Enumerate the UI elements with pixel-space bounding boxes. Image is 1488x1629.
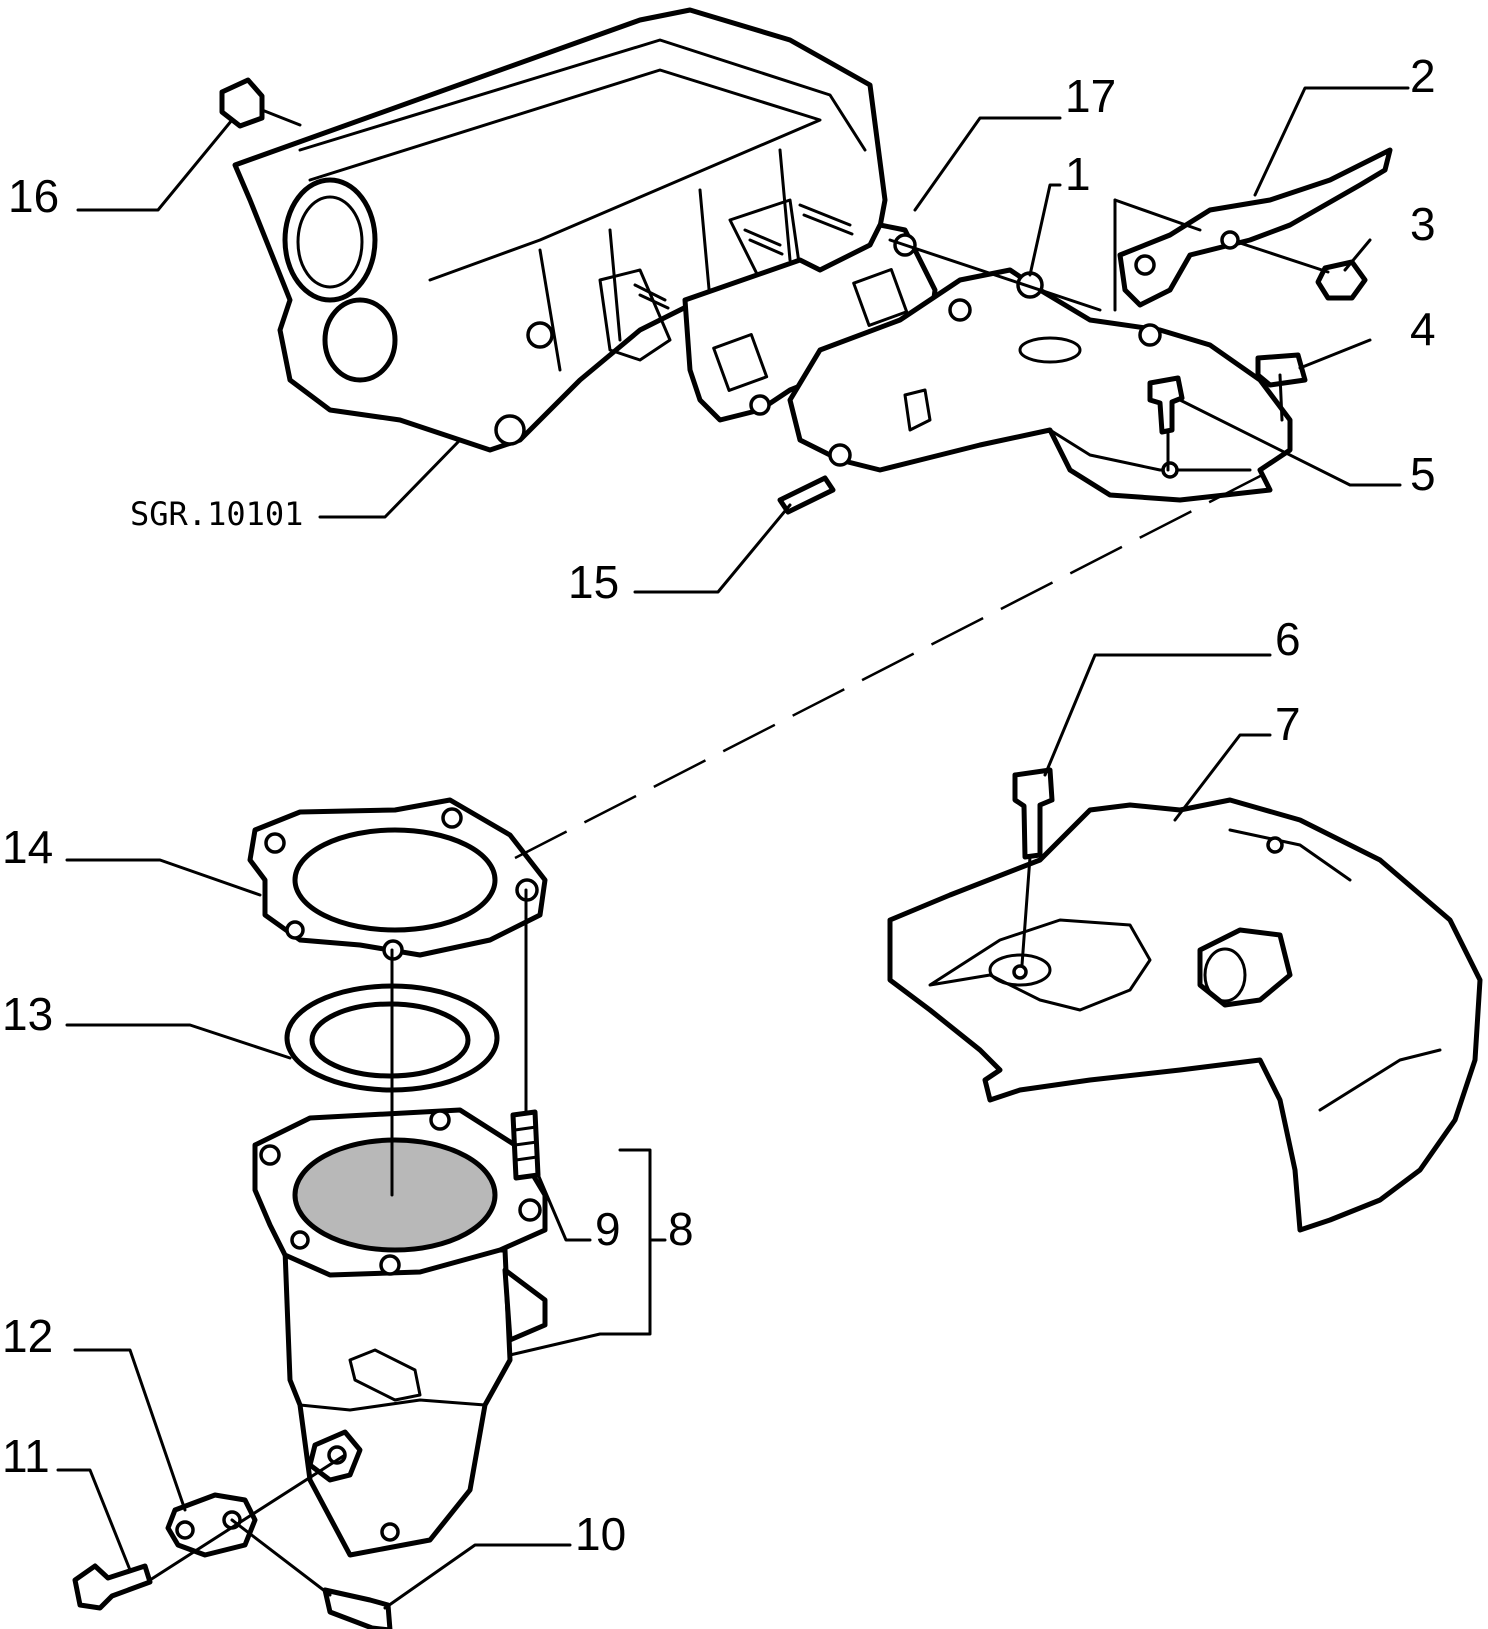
leader-16 bbox=[76, 118, 234, 212]
callout-16: 16 bbox=[8, 170, 59, 222]
leader-1 bbox=[1028, 183, 1062, 277]
stud-9 bbox=[510, 1109, 541, 1181]
nut-4 bbox=[1255, 352, 1308, 388]
callout-6: 6 bbox=[1275, 613, 1301, 665]
head-studs bbox=[633, 203, 854, 310]
leader-17 bbox=[913, 116, 1062, 212]
callout-4: 4 bbox=[1410, 303, 1436, 355]
leader-2 bbox=[1253, 86, 1410, 197]
callout-11: 11 bbox=[2, 1430, 50, 1482]
callout-15: 15 bbox=[568, 556, 619, 608]
callout-leaders bbox=[56, 86, 1410, 1610]
leader-7 bbox=[1173, 733, 1272, 822]
bolt-5 bbox=[1147, 375, 1185, 472]
callout-10: 10 bbox=[575, 1508, 626, 1560]
bolt-11 bbox=[72, 1563, 153, 1611]
cylinder-head bbox=[232, 7, 888, 453]
leader-11 bbox=[56, 1468, 132, 1572]
gasket-14 bbox=[247, 797, 548, 961]
leader-15 bbox=[633, 503, 792, 594]
callout-3: 3 bbox=[1410, 198, 1436, 250]
leader-4 bbox=[1298, 338, 1372, 370]
callout-8: 8 bbox=[668, 1203, 694, 1255]
catalytic-converter bbox=[252, 1107, 548, 1558]
bolt-6 bbox=[1012, 767, 1055, 967]
nut-3 bbox=[1315, 259, 1368, 301]
heat-shield bbox=[887, 797, 1483, 1233]
leader-8-bracket bbox=[508, 1148, 652, 1357]
exhaust-manifold bbox=[787, 267, 1293, 503]
leader-ref bbox=[318, 438, 462, 519]
leader-5 bbox=[1178, 398, 1402, 487]
nut-16 bbox=[219, 77, 302, 129]
leader-9 bbox=[535, 1170, 592, 1242]
clamp-plate-12 bbox=[165, 1492, 258, 1558]
stud-10 bbox=[322, 1587, 393, 1629]
callout-7: 7 bbox=[1275, 698, 1301, 750]
callout-9: 9 bbox=[595, 1203, 621, 1255]
callout-14: 14 bbox=[2, 821, 53, 873]
leader-12 bbox=[73, 1348, 187, 1512]
support-bracket bbox=[1117, 147, 1393, 308]
callout-13: 13 bbox=[2, 988, 53, 1040]
callout-1: 1 bbox=[1065, 148, 1091, 200]
leader-3 bbox=[1343, 238, 1372, 272]
leader-6 bbox=[1043, 653, 1272, 777]
callout-2: 2 bbox=[1410, 50, 1436, 102]
leader-10 bbox=[383, 1543, 572, 1610]
assembly-guide-lines bbox=[148, 198, 1330, 1597]
callout-5: 5 bbox=[1410, 448, 1436, 500]
stud-15 bbox=[777, 475, 836, 515]
callout-12: 12 bbox=[2, 1310, 53, 1362]
callout-labels: 16 17 1 2 3 4 5 15 SGR.10101 6 7 14 13 9… bbox=[2, 50, 1436, 1560]
leader-14 bbox=[65, 858, 262, 897]
leader-13 bbox=[65, 1023, 292, 1060]
reference-code: SGR.10101 bbox=[130, 495, 303, 533]
callout-17: 17 bbox=[1065, 70, 1116, 122]
